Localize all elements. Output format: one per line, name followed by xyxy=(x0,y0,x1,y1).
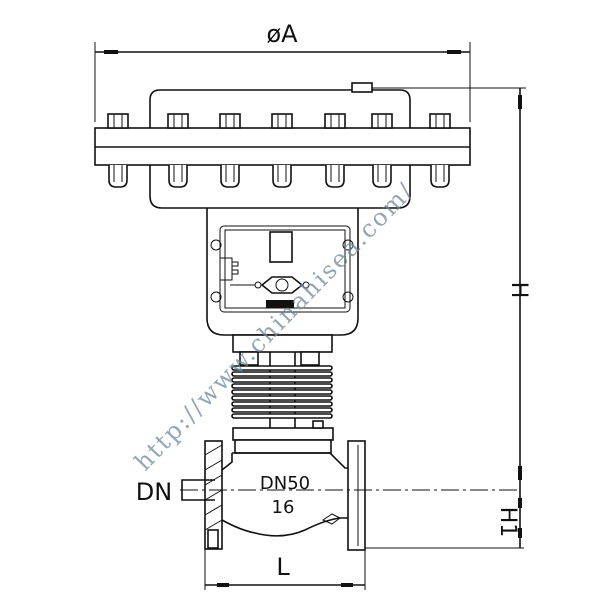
bolt-nut-top xyxy=(107,113,129,129)
dimension-h xyxy=(365,87,526,549)
label-h: H xyxy=(506,282,531,299)
bellows-fold xyxy=(231,395,333,401)
label-body-size: DN50 xyxy=(260,473,310,494)
bellows-fold xyxy=(231,365,333,371)
diaphragm-lower-cover xyxy=(149,165,411,209)
bolt-nut-bottom xyxy=(272,165,292,188)
bellows-fold xyxy=(231,401,333,407)
bellows-fold xyxy=(231,389,333,395)
bolt-nut-bottom xyxy=(220,165,240,188)
bolt-nut-top xyxy=(271,113,293,129)
bellows-fold xyxy=(231,413,333,419)
diaphragm-flange xyxy=(94,127,471,166)
bellows-fold xyxy=(231,377,333,383)
label-body-pressure: 16 xyxy=(272,497,295,518)
bellows-fold xyxy=(231,371,333,377)
bolt-nut-bottom xyxy=(108,165,128,188)
bonnet-plates xyxy=(232,420,334,454)
bolt-nut-top xyxy=(429,113,451,129)
bellows-fold xyxy=(231,383,333,389)
bolt-nut-bottom xyxy=(430,165,450,188)
bolt-nut-bottom xyxy=(372,165,392,188)
bolt-nut-bottom xyxy=(168,165,188,188)
dimension-l xyxy=(204,549,366,590)
bellows xyxy=(231,365,333,419)
flange-bolts xyxy=(107,113,451,188)
yoke xyxy=(206,208,359,336)
label-diameter-a: øA xyxy=(266,20,298,48)
valve-body xyxy=(204,440,366,551)
label-l: L xyxy=(276,553,290,581)
dimension-diameter-a xyxy=(94,42,471,122)
bolt-nut-top xyxy=(219,113,241,129)
label-h1: H1 xyxy=(495,507,520,538)
bellows-fold xyxy=(231,407,333,413)
bolt-nut-top xyxy=(324,113,346,129)
bolt-nut-top xyxy=(371,113,393,129)
bolt-nut-top xyxy=(167,113,189,129)
bolt-nut-bottom xyxy=(325,165,345,188)
dimension-dn xyxy=(181,479,215,501)
label-dn: DN xyxy=(136,478,172,506)
